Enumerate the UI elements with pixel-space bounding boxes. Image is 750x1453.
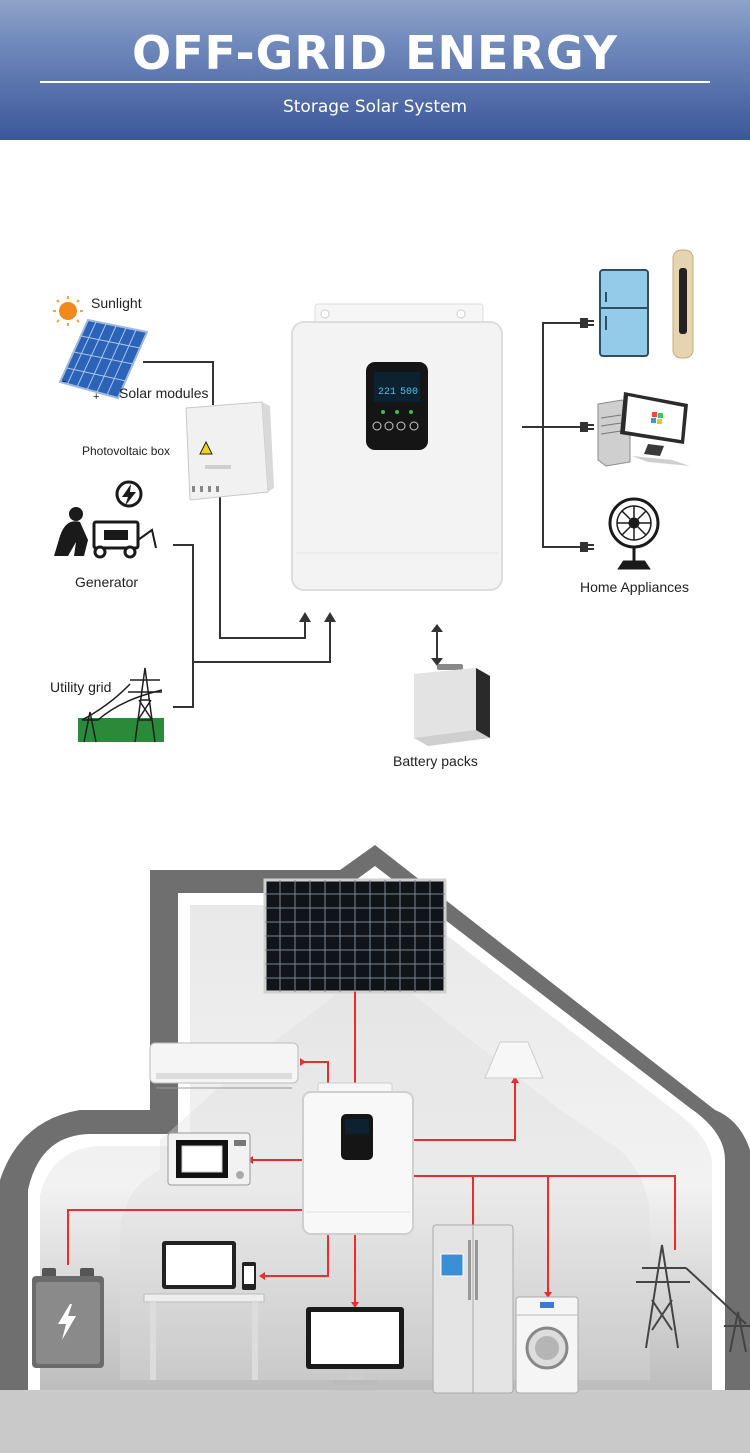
monitor-icon [306, 1307, 404, 1385]
inverter-display-right: 500 [400, 387, 418, 398]
computer-icon [597, 392, 690, 467]
system-diagram: 221 500 [53, 249, 694, 746]
pv-box-icon [185, 401, 274, 501]
washing-machine-icon [515, 1296, 579, 1394]
home-appliances-label: Home Appliances [580, 579, 689, 595]
battery-icon [32, 1268, 104, 1368]
page-subtitle: Storage Solar System [282, 97, 468, 117]
lamp-icon [484, 1041, 544, 1079]
plus-terminal-label: + [93, 391, 100, 403]
air-conditioner-icon [149, 1042, 299, 1089]
utility-grid-label: Utility grid [50, 679, 112, 695]
fan-icon [608, 497, 660, 570]
solar-panel-icon [58, 318, 149, 400]
arrowheads [299, 612, 443, 666]
wire-arrowheads [247, 1058, 552, 1308]
title-divider [40, 81, 710, 83]
page-title: OFF-GRID ENERGY [132, 26, 618, 80]
sunlight-label: Sunlight [91, 295, 142, 311]
tower-ac-icon [672, 249, 694, 359]
sun-icon [53, 296, 83, 326]
inverter-unit: 221 500 [291, 303, 503, 591]
battery-pack-icon [414, 664, 490, 746]
microwave-icon [167, 1132, 251, 1186]
roof-solar-panel-icon [263, 878, 447, 994]
plug-icons [580, 318, 594, 552]
pv-box-label: Photovoltaic box [82, 444, 171, 458]
pylon-icon [636, 1244, 750, 1353]
utility-grid-icon [78, 667, 164, 743]
header-banner: OFF-GRID ENERGY Storage Solar System [0, 0, 750, 140]
house-wiring [67, 992, 676, 1305]
inverter-display-left: 221 [378, 387, 396, 398]
laptop-desk-icon [143, 1241, 265, 1380]
battery-packs-label: Battery packs [393, 753, 478, 769]
generator-label: Generator [75, 574, 139, 590]
solar-modules-label: Solar modules [119, 385, 209, 401]
fridge-icon [599, 269, 649, 357]
refrigerator-icon [432, 1224, 514, 1394]
minus-terminal-label: - [62, 373, 67, 388]
diagram-wires [143, 322, 582, 708]
house-inverter-unit [302, 1082, 414, 1235]
generator-icon [54, 480, 157, 559]
